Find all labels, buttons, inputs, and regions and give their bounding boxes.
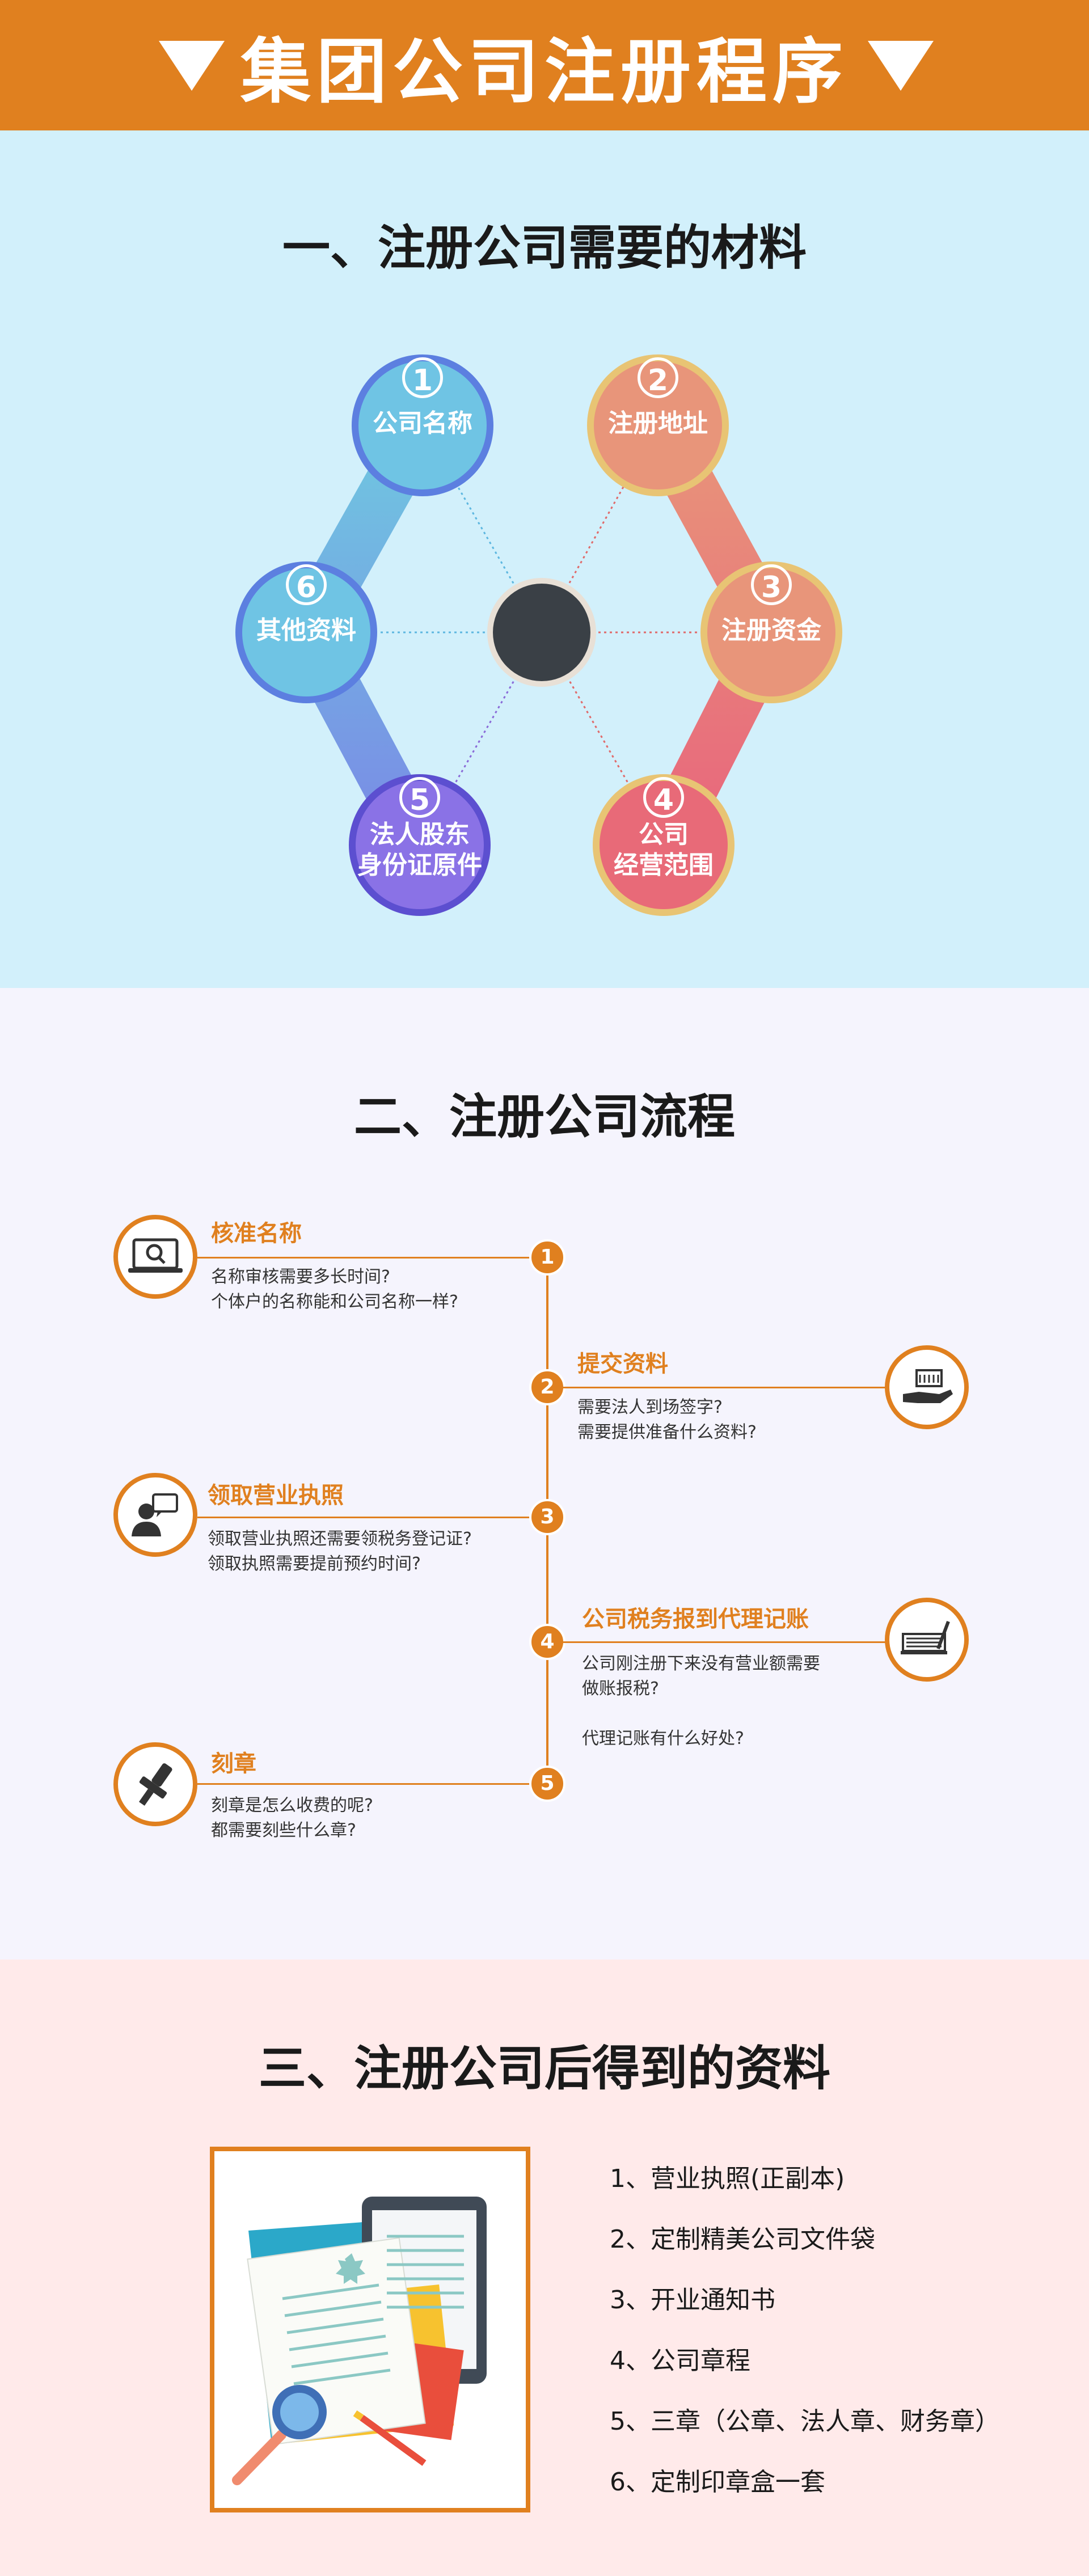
step-title: 提交资料 (577, 1351, 668, 1377)
step-number-badge: 4 (529, 1624, 565, 1660)
step-title: 领取营业执照 (208, 1483, 344, 1509)
node-number: 5 (399, 777, 440, 818)
node-number: 3 (751, 564, 792, 605)
connector-line (562, 1641, 888, 1643)
step-number-badge: 2 (529, 1369, 565, 1405)
center-circle (493, 584, 590, 681)
connector-line (562, 1387, 888, 1388)
triangle-down-icon (159, 41, 225, 91)
list-item: 6、定制印章盒一套 (610, 2468, 825, 2497)
section-title: 二、注册公司流程 (353, 1089, 735, 1145)
step-number-badge: 3 (529, 1499, 565, 1535)
node-number: 4 (643, 777, 684, 818)
step-description: 公司刚注册下来没有营业额需要 做账报税? 代理记账有什么好处? (582, 1654, 820, 1749)
list-item: 4、公司章程 (610, 2346, 750, 2375)
keyboard-pen-icon (885, 1598, 969, 1682)
step-number-badge: 5 (529, 1766, 565, 1802)
connector-line (197, 1517, 532, 1518)
list-item: 2、定制精美公司文件袋 (610, 2225, 875, 2254)
list-item: 1、营业执照(正副本) (610, 2164, 845, 2193)
node-number: 1 (402, 357, 443, 398)
step-number-badge: 1 (529, 1239, 565, 1276)
section-title: 三、注册公司后得到的资料 (258, 2041, 830, 2096)
node-label: 公司 经营范围 (614, 820, 714, 880)
node-label: 其他资料 (256, 616, 356, 645)
node-number: 2 (638, 357, 678, 398)
laptop-search-icon (113, 1215, 197, 1299)
page-title: 集团公司注册程序 (240, 31, 849, 113)
connector-line (197, 1257, 532, 1259)
connector-line (197, 1783, 532, 1785)
step-title: 公司税务报到代理记账 (582, 1606, 809, 1632)
node-label: 公司名称 (373, 409, 472, 438)
node-label: 注册资金 (721, 616, 821, 645)
triangle-down-icon (868, 41, 934, 91)
step-title: 刻章 (211, 1751, 256, 1777)
list-item: 3、开业通知书 (610, 2286, 775, 2315)
banner: 集团公司注册程序 (0, 0, 1089, 130)
list-item: 5、三章（公章、法人章、财务章） (610, 2407, 1000, 2436)
materials-section: 一、注册公司需要的材料 (0, 130, 1089, 988)
process-section: 二、注册公司流程 核准名称 1 名称审核需要多长时间? 个体户的名称能和公司名称… (0, 988, 1089, 1960)
stamp-icon (113, 1742, 197, 1826)
node-number: 6 (286, 564, 327, 605)
node-label: 注册地址 (608, 409, 708, 438)
materials-hexagon-diagram (235, 354, 842, 916)
step-description: 领取营业执照还需要领税务登记证? 领取执照需要提前预约时间? (208, 1529, 472, 1574)
hand-document-icon (885, 1345, 969, 1429)
person-chat-icon (113, 1473, 197, 1557)
step-description: 需要法人到场签字? 需要提供准备什么资料? (577, 1397, 757, 1442)
node-label: 法人股东 身份证原件 (357, 820, 482, 880)
section-title: 一、注册公司需要的材料 (282, 220, 807, 276)
documents-illustration-icon (210, 2147, 530, 2512)
step-description: 刻章是怎么收费的呢? 都需要刻些什么章? (211, 1796, 373, 1840)
step-description: 名称审核需要多长时间? 个体户的名称能和公司名称一样? (211, 1267, 458, 1312)
results-section: 三、注册公司后得到的资料 (0, 1960, 1089, 2576)
step-title: 核准名称 (211, 1221, 302, 1247)
